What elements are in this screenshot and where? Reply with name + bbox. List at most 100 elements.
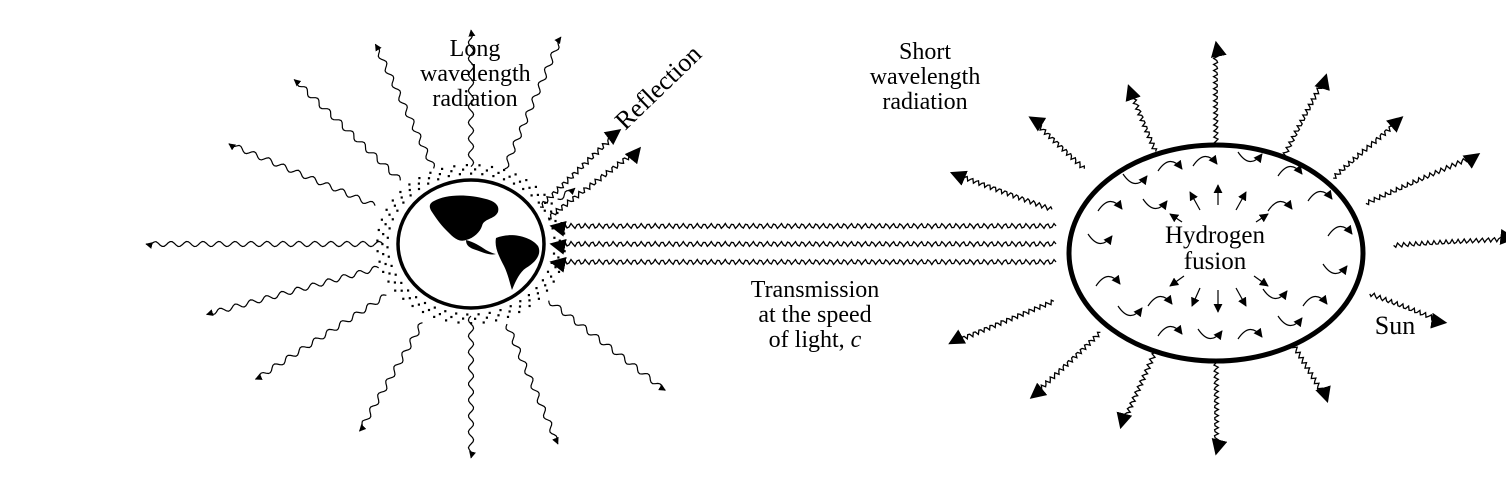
reflection-ray xyxy=(539,129,622,209)
atmosphere-dot xyxy=(470,322,473,325)
atmosphere-dot xyxy=(387,255,390,258)
sun-short-wavelength-rays xyxy=(948,40,1506,456)
central-america-landmass xyxy=(466,240,496,255)
atmosphere-dot xyxy=(537,297,540,300)
atmosphere-dot xyxy=(457,321,460,324)
convection-swirl xyxy=(1262,288,1288,301)
atmosphere-dot xyxy=(554,266,557,269)
atmosphere-dot xyxy=(548,218,551,221)
atmosphere-dot xyxy=(438,313,441,316)
radial-core-arrow xyxy=(1235,191,1247,211)
atmosphere-dot xyxy=(544,284,547,287)
sun-label: Sun xyxy=(1374,311,1416,340)
atmosphere-dot xyxy=(386,236,389,239)
atmosphere-dot xyxy=(554,219,557,223)
atmosphere-dot xyxy=(394,273,397,276)
atmosphere-dot xyxy=(384,223,387,226)
atmosphere-dot xyxy=(400,196,403,199)
atmosphere-dot xyxy=(393,204,396,207)
radial-core-arrow xyxy=(1169,213,1183,223)
south-america-landmass xyxy=(495,235,540,290)
long-wavelength-ray xyxy=(557,187,576,201)
convection-swirl xyxy=(1157,159,1183,172)
convection-swirl xyxy=(1322,263,1348,276)
atmosphere-dot xyxy=(528,299,531,302)
atmosphere-dot xyxy=(514,173,517,176)
atmosphere-dot xyxy=(433,315,436,318)
atmosphere-dot xyxy=(506,315,510,318)
atmosphere-dot xyxy=(400,281,403,284)
speed-of-light-symbol: c xyxy=(850,327,862,353)
atmosphere-dot xyxy=(394,289,397,292)
atmosphere-dot xyxy=(387,280,390,283)
long-wavelength-ray xyxy=(504,36,562,170)
atmosphere-dot xyxy=(556,211,559,215)
atmosphere-dot xyxy=(393,281,396,284)
atmosphere-dot xyxy=(495,319,498,322)
transmission-ray xyxy=(549,256,1057,273)
atmosphere-dot xyxy=(543,193,546,196)
atmosphere-dot xyxy=(474,317,477,320)
atmosphere-dot xyxy=(512,182,516,185)
atmosphere-dot xyxy=(492,175,495,178)
atmosphere-dot xyxy=(429,171,432,174)
atmosphere-dot xyxy=(508,175,511,178)
atmosphere-dot xyxy=(400,289,403,292)
atmosphere-dot xyxy=(447,175,450,178)
convection-swirl xyxy=(1117,305,1143,318)
atmosphere-dot xyxy=(450,170,453,173)
atmosphere-dot xyxy=(445,319,448,322)
atmosphere-dot xyxy=(557,256,560,259)
radial-core-arrow xyxy=(1191,287,1201,307)
atmosphere-dot xyxy=(402,297,405,300)
atmosphere-dot xyxy=(536,292,539,295)
convection-swirl xyxy=(1122,173,1148,186)
atmosphere-dot xyxy=(552,252,556,255)
atmosphere-dot xyxy=(421,310,425,314)
radial-core-arrow xyxy=(1253,275,1269,287)
long-wavelength-ray xyxy=(254,294,387,380)
short-wavelength-ray xyxy=(1369,292,1448,329)
long-wavelength-ray xyxy=(548,300,666,391)
atmosphere-dot xyxy=(396,209,399,212)
atmosphere-dot xyxy=(386,246,389,249)
earth-globe xyxy=(396,178,546,310)
north-america-landmass xyxy=(429,195,499,241)
atmosphere-dot xyxy=(518,310,521,314)
atmosphere-dot xyxy=(465,164,468,167)
atmosphere-dot xyxy=(544,201,547,204)
atmosphere-dot xyxy=(444,310,447,313)
short-wavelength-ray xyxy=(948,299,1055,345)
atmosphere-dot xyxy=(561,260,564,263)
long-wavelength-ray xyxy=(374,43,436,169)
atmosphere-dot xyxy=(418,177,421,180)
transmission-ray xyxy=(549,220,1057,237)
earth-long-wavelength-rays xyxy=(145,29,666,459)
atmosphere-dot xyxy=(407,289,410,292)
atmosphere-dot xyxy=(450,315,453,319)
atmosphere-dot xyxy=(417,303,420,306)
atmosphere-dot xyxy=(490,165,494,169)
earth-atmosphere-dots xyxy=(376,164,566,325)
atmosphere-dot xyxy=(482,321,485,324)
atmosphere-dot xyxy=(560,222,563,225)
convection-swirl xyxy=(1237,327,1263,340)
atmosphere-dot xyxy=(382,233,385,236)
atmosphere-dot xyxy=(502,178,506,181)
atmosphere-dot xyxy=(518,180,522,183)
atmosphere-dot xyxy=(455,312,458,315)
atmosphere-dot xyxy=(550,261,553,264)
atmosphere-dot xyxy=(376,250,379,253)
atmosphere-dot xyxy=(462,317,465,320)
atmosphere-dot xyxy=(478,164,481,167)
atmosphere-dot xyxy=(527,294,530,297)
convection-swirl xyxy=(1095,274,1121,287)
atmosphere-dot xyxy=(550,202,553,205)
atmosphere-dot xyxy=(530,194,533,197)
atmosphere-dot xyxy=(462,168,465,171)
short-wavelength-ray xyxy=(1211,356,1228,456)
long-wavelength-ray xyxy=(293,79,401,181)
long-wavelength-ray xyxy=(505,323,559,445)
atmosphere-dot xyxy=(551,227,554,230)
atmosphere-dot xyxy=(528,304,531,308)
